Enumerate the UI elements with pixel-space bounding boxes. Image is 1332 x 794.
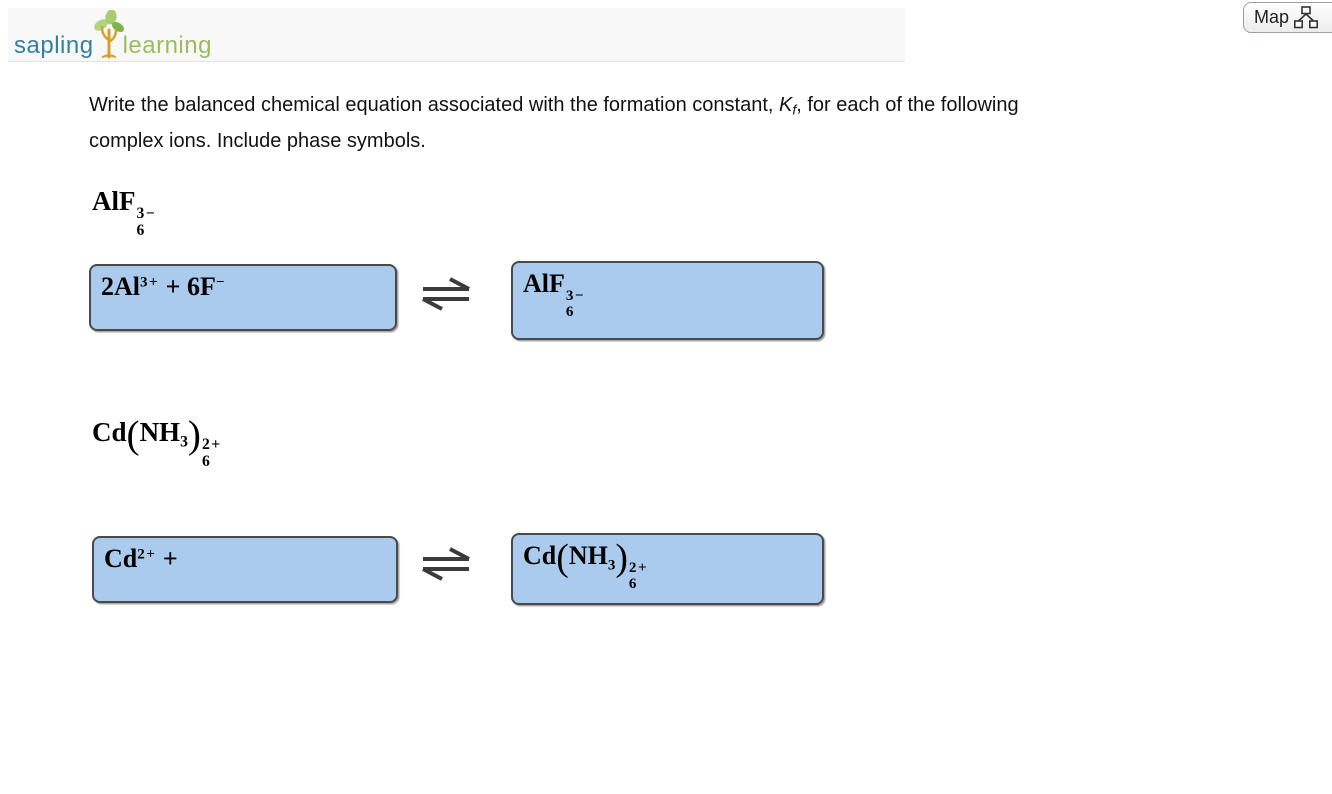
sapling-tree-icon bbox=[93, 10, 124, 59]
map-button[interactable]: Map bbox=[1243, 2, 1332, 33]
header-bar: sapling learning bbox=[8, 8, 905, 62]
equilibrium-arrow-2 bbox=[422, 547, 470, 581]
reactants-input-2[interactable]: Cd2+ + bbox=[92, 536, 398, 603]
product-input-2[interactable]: Cd(NH3)2+6 bbox=[511, 533, 824, 605]
question-line1-part1: Write the balanced chemical equation ass… bbox=[89, 94, 780, 116]
question-text: Write the balanced chemical equation ass… bbox=[89, 90, 1289, 157]
logo-text-sapling: sapling bbox=[14, 32, 94, 59]
sitemap-icon bbox=[1294, 6, 1319, 29]
kf-subscript: f bbox=[792, 101, 797, 118]
question-line2: complex ions. Include phase symbols. bbox=[89, 129, 426, 152]
kf-symbol: K bbox=[779, 94, 793, 116]
complex-ion-label-2: Cd(NH3)2+6 bbox=[92, 413, 222, 470]
sapling-logo: sapling learning bbox=[14, 8, 212, 59]
question-line1-part2: , for each of the following bbox=[796, 94, 1019, 116]
equilibrium-arrow-1 bbox=[422, 277, 470, 311]
reactants-input-1[interactable]: 2Al3+ + 6F− bbox=[89, 264, 397, 331]
logo-text-learning: learning bbox=[122, 32, 212, 59]
map-button-label: Map bbox=[1254, 7, 1290, 27]
